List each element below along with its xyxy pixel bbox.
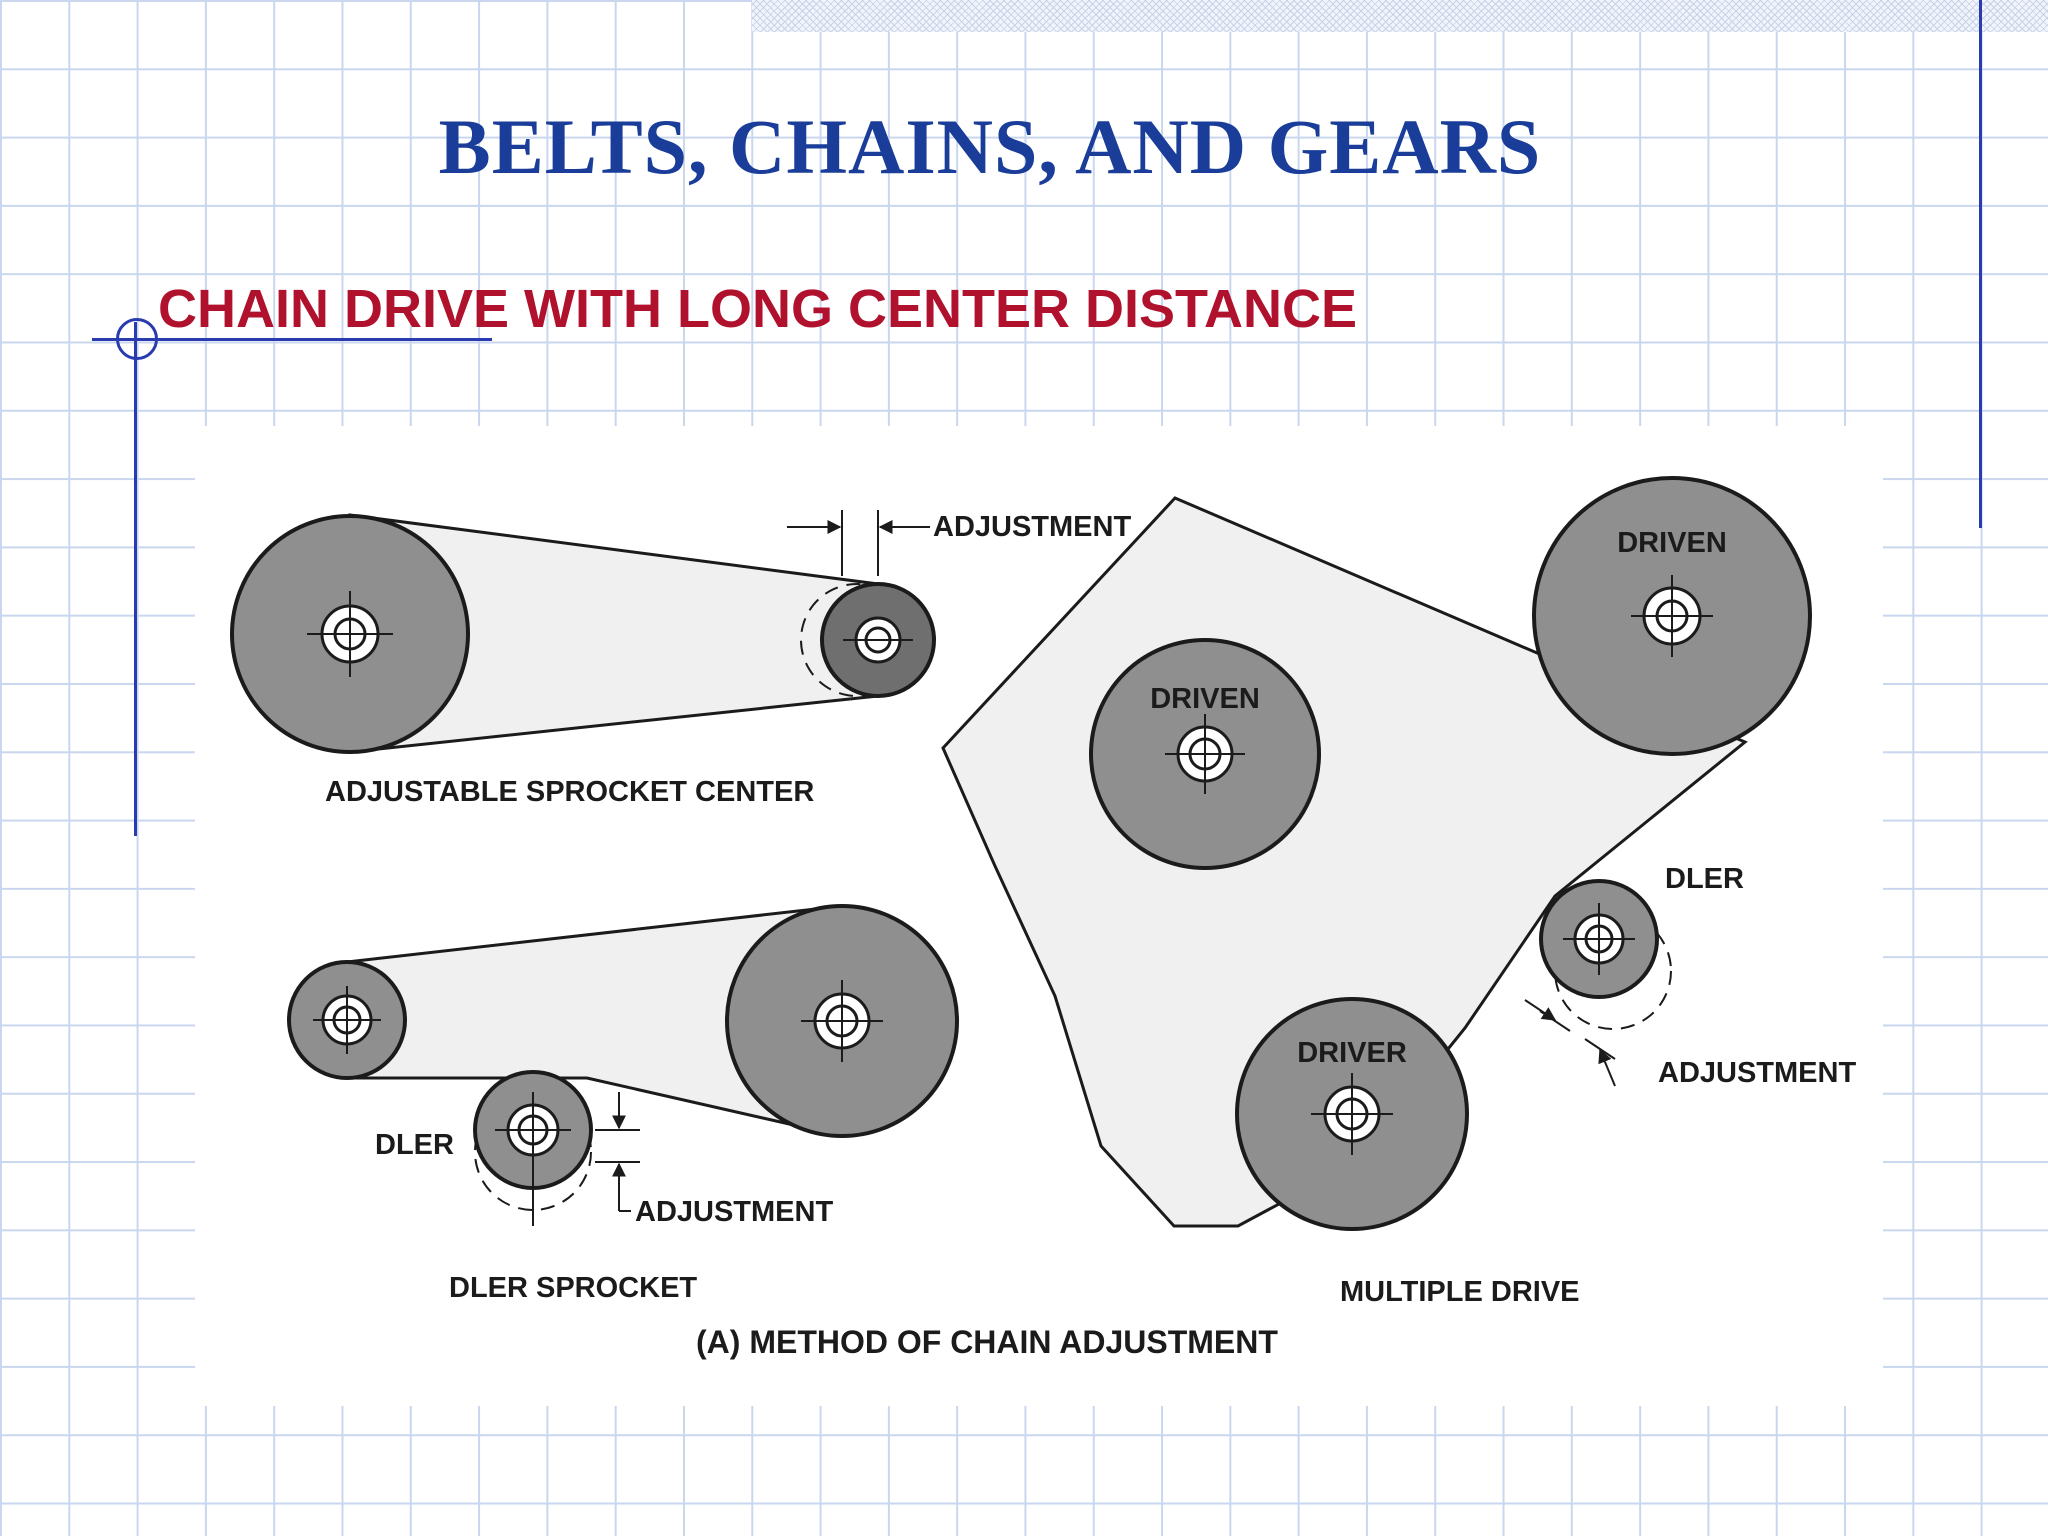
panel-caption: MULTIPLE DRIVE: [1340, 1276, 1580, 1308]
figure-caption: (A) METHOD OF CHAIN ADJUSTMENT: [696, 1324, 1278, 1360]
decorative-heading-rule: [92, 338, 492, 341]
adjustment-arrow: [1598, 1048, 1616, 1087]
panel-multiple-drive: DRIVEN DRIVEN DRIVER DLER ADJUSTMENT MUL…: [941, 476, 1856, 1308]
slide-title: BELTS, CHAINS, AND GEARS: [438, 103, 1542, 190]
driven-left-label: DRIVEN: [1150, 683, 1260, 715]
idler-label: DLER: [1665, 863, 1744, 895]
idler-label: DLER: [375, 1129, 454, 1161]
slide-subtitle: CHAIN DRIVE WITH LONG CENTER DISTANCE: [158, 279, 1357, 339]
idler-old-position: [474, 1093, 592, 1211]
adjustment-label: ADJUSTMENT: [635, 1196, 833, 1228]
adjustment-extension-line: [1584, 1038, 1616, 1060]
driven-top-label: DRIVEN: [1617, 527, 1727, 559]
panel-adjustable-sprocket: ADJUSTMENT ADJUSTABLE SPROCKET CENTER: [230, 510, 1131, 808]
panel-idler-sprocket: ADJUSTMENT DLER DLER SPROCKET: [287, 904, 959, 1304]
chain-adjustment-diagram: ADJUSTMENT ADJUSTABLE SPROCKET CENTER AD…: [230, 476, 1856, 1360]
driver-label: DRIVER: [1297, 1037, 1407, 1069]
idler-old-position: [1554, 912, 1672, 1030]
decorative-left-rule: [134, 322, 137, 836]
adjustment-arrow: [1524, 999, 1557, 1021]
panel-caption: DLER SPROCKET: [449, 1272, 697, 1304]
adjustment-label: ADJUSTMENT: [933, 511, 1131, 543]
panel-caption: ADJUSTABLE SPROCKET CENTER: [325, 776, 814, 808]
adjustment-label: ADJUSTMENT: [1658, 1057, 1856, 1089]
decorative-right-rule: [1979, 0, 1982, 528]
decorative-heading-circle: [116, 318, 158, 360]
chain-adjustment-figure: ADJUSTMENT ADJUSTABLE SPROCKET CENTER AD…: [195, 426, 1883, 1406]
decorative-top-band: [752, 0, 2048, 32]
